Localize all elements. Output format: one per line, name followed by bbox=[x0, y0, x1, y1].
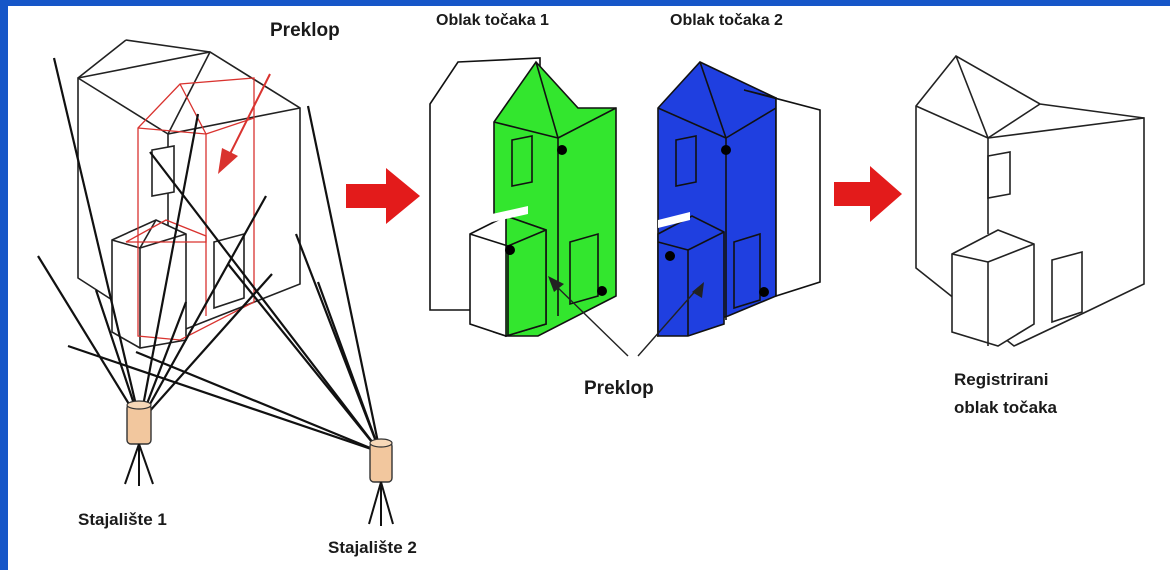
overlap-pointer-lines bbox=[551, 281, 699, 357]
station1-rays bbox=[37, 57, 273, 423]
station2-rays bbox=[67, 105, 382, 454]
registered-point-cloud bbox=[915, 54, 1145, 347]
station2-scanner bbox=[368, 438, 394, 526]
diagram-svg bbox=[37, 39, 1145, 526]
registered-label-line1: Registrirani bbox=[954, 370, 1049, 389]
process-arrow-1 bbox=[346, 168, 420, 224]
overlap-pointer-arrowhead bbox=[218, 148, 238, 174]
station2-label: Stajalište 2 bbox=[328, 538, 417, 557]
process-arrow-2 bbox=[834, 166, 902, 222]
cloud1-tie-points bbox=[505, 145, 607, 296]
point-cloud-2 bbox=[657, 61, 821, 338]
overlap-pointer-arrow bbox=[229, 73, 271, 155]
cloud2-tie-points bbox=[665, 145, 769, 297]
diagram-canvas: Preklop Oblak točaka 1 Oblak točaka 2 Pr… bbox=[8, 6, 1170, 570]
registered-label-line2: oblak točaka bbox=[954, 398, 1057, 417]
station1-label: Stajalište 1 bbox=[78, 510, 167, 529]
station1-scanner bbox=[124, 400, 154, 486]
point-cloud-1 bbox=[429, 57, 617, 338]
overlap-label-top: Preklop bbox=[270, 20, 340, 41]
overlap-label-bottom: Preklop bbox=[584, 378, 654, 399]
cloud1-label: Oblak točaka 1 bbox=[436, 12, 549, 29]
cloud2-label: Oblak točaka 2 bbox=[670, 12, 783, 29]
